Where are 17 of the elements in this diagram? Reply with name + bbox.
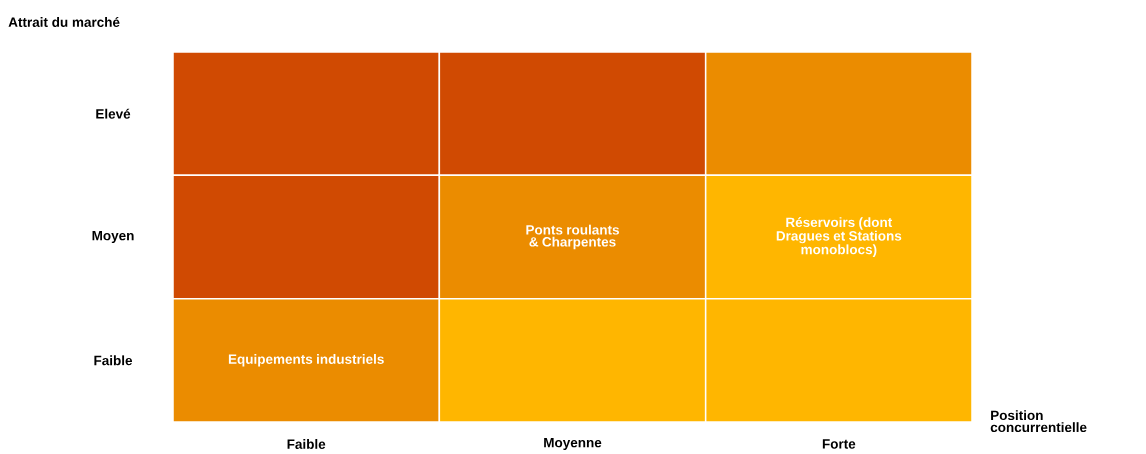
- column-label: Faible: [287, 439, 326, 449]
- matrix-cell: [172, 174, 441, 300]
- matrix-cell: [704, 51, 973, 177]
- row-label: Faible: [94, 355, 133, 366]
- row-label: Elevé: [96, 108, 131, 119]
- axis-title: Attrait du marché: [8, 17, 120, 27]
- matrix-cell: Réservoirs (dont Dragues et Stations monoblocs): [704, 174, 973, 300]
- matrix-cell: [438, 51, 707, 177]
- column-label: Forte: [822, 439, 856, 449]
- row-label: Moyen: [92, 230, 134, 244]
- column-label: Moyenne: [544, 437, 602, 451]
- matrix-cell: [438, 297, 707, 423]
- matrix-cell: [704, 297, 973, 423]
- axis-title: Position concurrentielle: [990, 410, 1087, 433]
- matrix-cell: Ponts roulants & Charpentes: [438, 174, 707, 300]
- matrix-cell: [172, 51, 441, 177]
- matrix-cell: Equipements industriels: [172, 297, 441, 423]
